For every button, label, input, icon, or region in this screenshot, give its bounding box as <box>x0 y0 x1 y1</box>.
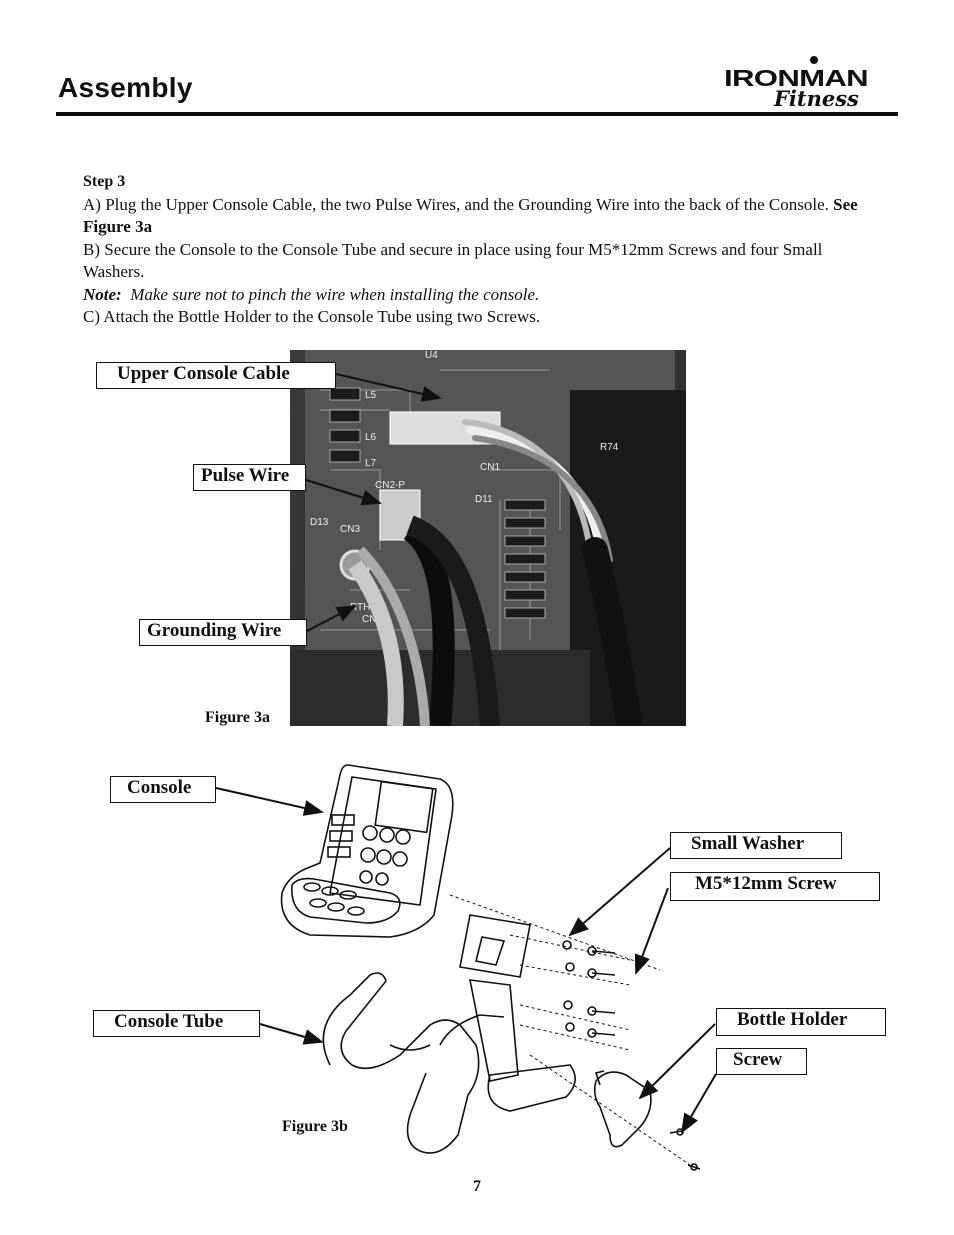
board-marking: RTH <box>350 602 370 613</box>
board-marking: L5 <box>365 390 377 401</box>
label-m5-screw: M5*12mm Screw <box>670 872 880 901</box>
page-title: Assembly <box>58 72 193 103</box>
logo-brand-text: IRONMAN <box>724 65 868 91</box>
page-number: 7 <box>473 1178 481 1195</box>
label-small-washer: Small Washer <box>670 832 842 859</box>
logo-fitness-text: Fitness <box>773 86 859 110</box>
board-marking: CN2-P <box>375 480 405 491</box>
label-pulse-wire: Pulse Wire <box>193 464 306 491</box>
label-console: Console <box>110 776 216 803</box>
label-screw: Screw <box>716 1048 807 1075</box>
step-heading: Step 3 <box>83 173 126 190</box>
figure-3a-caption: Figure 3a <box>205 709 271 726</box>
board-marking: L6 <box>365 432 377 443</box>
label-upper-console-cable: Upper Console Cable <box>96 362 336 389</box>
figure-3a-photo: U4 L5 L6 L7 CN1 CN2-P CN3 D11 D13 R74 RT… <box>290 350 686 739</box>
instructions: Step 3 A) Plug the Upper Console Cable, … <box>83 170 883 329</box>
label-bottle-holder: Bottle Holder <box>716 1008 886 1036</box>
instruction-a: A) Plug the Upper Console Cable, the two… <box>83 194 858 237</box>
board-marking: D13 <box>310 517 329 528</box>
board-marking: L7 <box>365 458 377 469</box>
board-marking: CN1 <box>480 462 500 473</box>
header-rule <box>56 112 898 116</box>
ironman-fitness-logo: IRONMAN Fitness <box>722 54 872 111</box>
board-marking: CN2 <box>362 614 382 625</box>
figure-reference: See Figure 3a <box>83 194 858 237</box>
board-marking: CN3 <box>340 524 360 535</box>
instruction-c: C) Attach the Bottle Holder to the Conso… <box>83 307 541 326</box>
figure-3b-diagram <box>270 755 750 1175</box>
board-marking: D11 <box>475 494 493 505</box>
board-marking: R74 <box>600 442 619 453</box>
note: Note: Make sure not to pinch the wire wh… <box>83 284 540 304</box>
label-console-tube: Console Tube <box>93 1010 260 1037</box>
console-shape <box>280 764 454 938</box>
board-marking: U4 <box>425 350 438 361</box>
instruction-b: B) Secure the Console to the Console Tub… <box>83 239 823 282</box>
figure-3b-caption: Figure 3b <box>282 1118 348 1135</box>
label-grounding-wire: Grounding Wire <box>139 619 307 646</box>
